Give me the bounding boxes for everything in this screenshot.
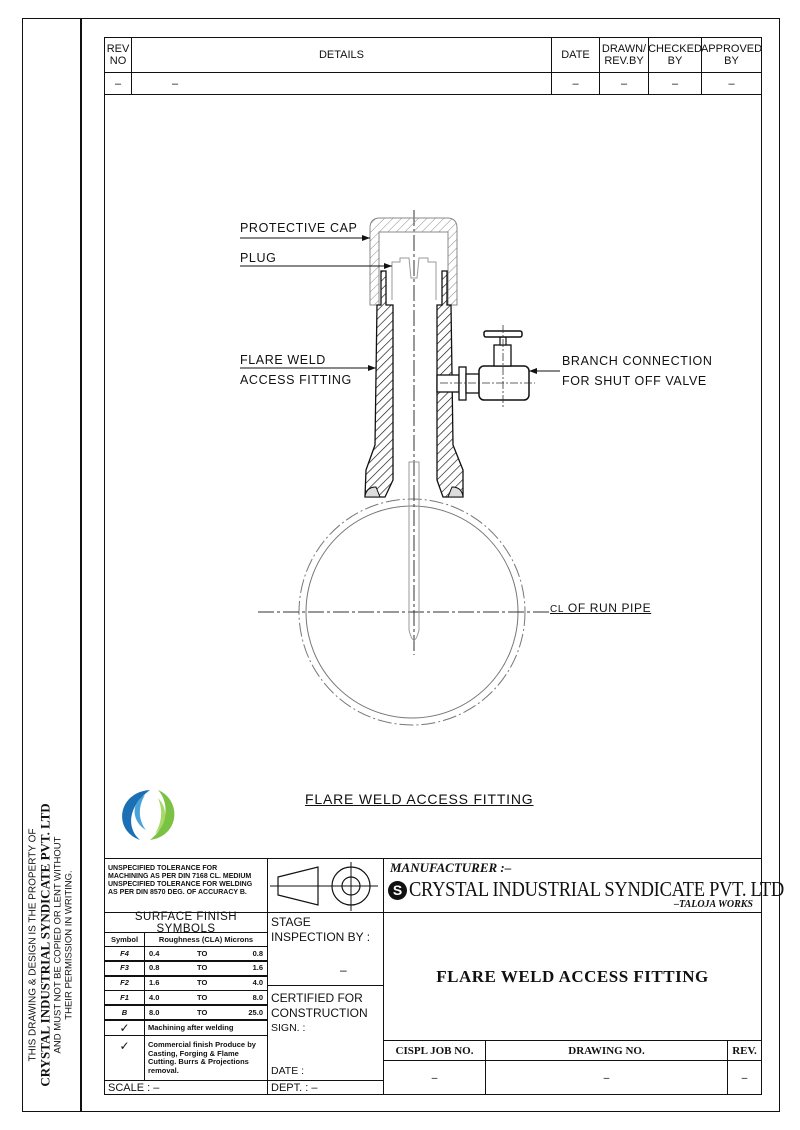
- sf-to: TO: [197, 963, 208, 973]
- cl-symbol: CL: [550, 604, 564, 615]
- certified-label: CERTIFIED FOR CONSTRUCTION: [271, 991, 368, 1020]
- drawing-title: FLARE WELD ACCESS FITTING: [305, 791, 534, 807]
- label-centerline: CL OF RUN PIPE: [550, 601, 651, 615]
- tolerance-line: MACHINING AS PER DIN 7168 CL. MEDIUM: [108, 873, 252, 880]
- sf-row-range: 0.4 TO 0.8: [144, 946, 268, 961]
- company-logo-mark: S: [388, 881, 407, 900]
- weld-bead: [364, 486, 464, 498]
- sf-until: 8.0: [252, 992, 263, 1002]
- outer-border: [22, 18, 780, 1112]
- job-no-value: –: [383, 1060, 486, 1095]
- sf-from: 0.8: [149, 963, 160, 973]
- sf-from: 0.4: [149, 948, 160, 958]
- stage-inspection-label: STAGE INSPECTION BY :: [271, 915, 371, 944]
- tolerance-line: UNSPECIFIED TOLERANCE FOR: [108, 865, 218, 872]
- probe: [408, 461, 420, 641]
- rev-value: –: [727, 1060, 762, 1095]
- sf-to: TO: [197, 978, 208, 988]
- tolerance-note: UNSPECIFIED TOLERANCE FOR MACHINING AS P…: [104, 858, 268, 913]
- projection-symbol-cell: [267, 858, 384, 913]
- label-access-fitting: ACCESS FITTING: [240, 373, 352, 387]
- valve-bonnet: [493, 344, 512, 367]
- fitting-wall-left: [364, 270, 394, 498]
- sf-row-symbol: F4: [104, 946, 145, 961]
- manufacturer: MANUFACTURER :– S CRYSTAL INDUSTRIAL SYN…: [383, 858, 784, 913]
- sf-row-symbol: F3: [104, 960, 145, 976]
- stage-inspection: STAGE INSPECTION BY : –: [267, 912, 384, 986]
- sf-until: 4.0: [252, 978, 263, 988]
- sf-row-symbol: F2: [104, 975, 145, 991]
- stage-inspection-value: –: [340, 963, 347, 977]
- sf-until: 0.8: [252, 948, 263, 958]
- label-branch-connection: BRANCH CONNECTION: [562, 354, 713, 368]
- sf-from: 4.0: [149, 992, 160, 1002]
- sf-to: TO: [197, 1007, 208, 1017]
- drawing-no-label: DRAWING NO.: [485, 1040, 728, 1061]
- tolerance-line: UNSPECIFIED TOLERANCE FOR WELDING: [108, 881, 253, 888]
- sf-to: TO: [197, 948, 208, 958]
- manufacturer-label: MANUFACTURER :–: [390, 860, 512, 875]
- sf-commercial-text: Commercial finish Produce by Casting, Fo…: [144, 1035, 268, 1081]
- sf-machining-text: Machining after welding: [144, 1020, 268, 1036]
- sf-header-symbol: Symbol: [104, 932, 145, 947]
- sign-label: SIGN. :: [271, 1022, 306, 1034]
- certified: CERTIFIED FOR CONSTRUCTION SIGN. : DATE …: [267, 985, 384, 1081]
- drawing-title-block: FLARE WELD ACCESS FITTING: [383, 912, 762, 1041]
- label-shut-off-valve: FOR SHUT OFF VALVE: [562, 374, 707, 388]
- sf-machining-symbol: ✓: [104, 1020, 145, 1036]
- cl-text: OF RUN PIPE: [567, 601, 652, 615]
- side-divider: [80, 18, 82, 1112]
- protective-cap: [369, 217, 458, 306]
- sf-row-range: 1.6 TO 4.0: [144, 975, 268, 991]
- company-name: CRYSTAL INDUSTRIAL SYNDICATE PVT. LTD: [409, 877, 784, 901]
- company-logo: [122, 790, 175, 840]
- sf-from: 8.0: [149, 1007, 160, 1017]
- rev-label: REV.: [727, 1040, 762, 1061]
- sf-until: 1.6: [252, 963, 263, 973]
- sf-row-symbol: B: [104, 1005, 145, 1021]
- sf-from: 1.6: [149, 978, 160, 988]
- rev-header-rev: REV NO: [104, 37, 132, 73]
- branch-nipple: [436, 374, 460, 393]
- label-plug: PLUG: [240, 251, 277, 265]
- label-flare-weld: FLARE WELD: [240, 353, 326, 367]
- surface-finish-title: SURFACE FINISH SYMBOLS: [104, 911, 268, 935]
- rev-header-drawn: DRAWN/ REV.BY: [599, 37, 649, 73]
- sf-commercial-symbol: ✓: [104, 1035, 145, 1081]
- branch-coupling: [465, 373, 480, 394]
- sf-row-range: 4.0 TO 8.0: [144, 990, 268, 1006]
- plug: [391, 257, 437, 300]
- sf-row-symbol: F1: [104, 990, 145, 1006]
- third-angle-projection-icon: [270, 862, 378, 911]
- sf-to: TO: [197, 992, 208, 1002]
- rev-header-approved: APPROVED BY: [701, 37, 762, 73]
- tolerance-line: AS PER DIN 8570 DEG. OF ACCURACY B.: [108, 889, 247, 896]
- branch-hex: [458, 366, 467, 401]
- rev-cell: –: [701, 72, 762, 95]
- sf-until: 25.0: [248, 1007, 263, 1017]
- drawing-no-value: –: [485, 1060, 728, 1095]
- rev-details-value: –: [172, 77, 179, 90]
- job-no-label: CISPL JOB NO.: [383, 1040, 486, 1061]
- works-name: –TALOJA WORKS: [673, 899, 753, 910]
- sf-row-range: 0.8 TO 1.6: [144, 960, 268, 976]
- date-label: DATE :: [271, 1065, 305, 1077]
- sf-row-range: 8.0 TO 25.0: [144, 1005, 268, 1021]
- sf-header-roughness: Roughness (CLA) Microns: [144, 932, 268, 947]
- dept: DEPT. : –: [267, 1080, 384, 1095]
- label-protective-cap: PROTECTIVE CAP: [240, 221, 358, 235]
- scale: SCALE : –: [104, 1080, 268, 1095]
